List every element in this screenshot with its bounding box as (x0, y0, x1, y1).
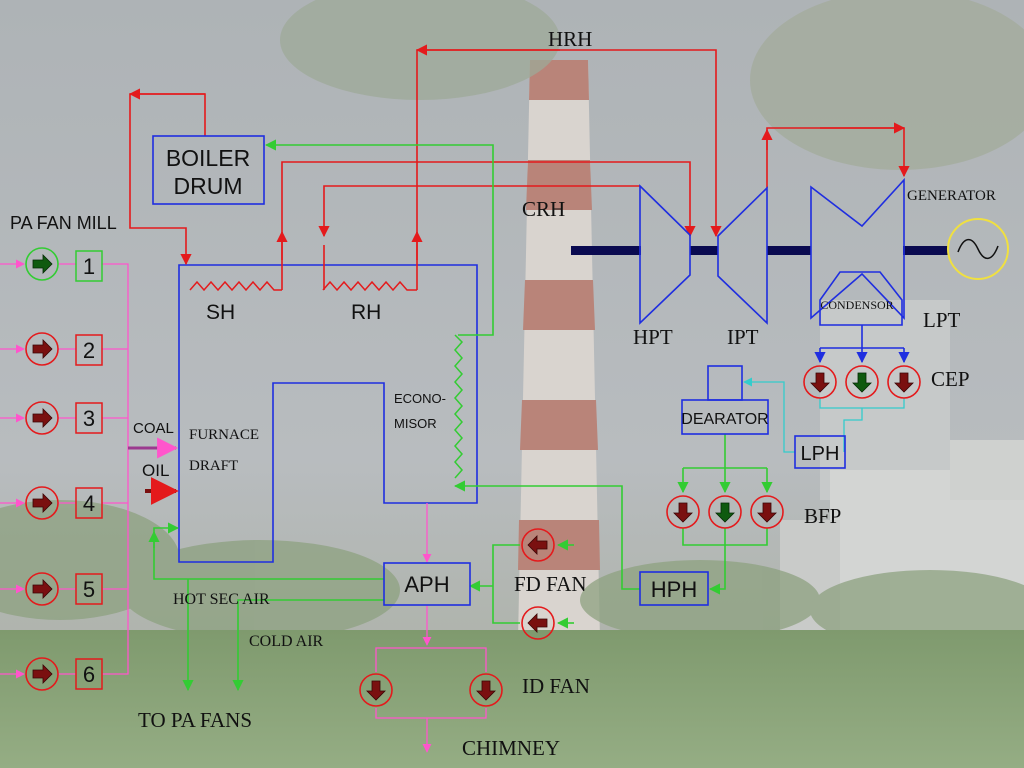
cep-pump-2 (845, 365, 879, 399)
hot-sec-air-label: HOT SEC AIR (173, 591, 270, 608)
coal-label: COAL (133, 420, 174, 437)
aph-label: APH (404, 572, 449, 597)
reheater-coil (322, 280, 417, 292)
lp-turbine (810, 177, 905, 320)
ipt-label: IPT (727, 325, 759, 349)
pa-fan-mill-label: PA FAN MILL (10, 213, 117, 233)
condensor (819, 271, 903, 326)
steam-lines (128, 44, 910, 290)
air-and-feedwater-lines (148, 139, 773, 692)
fd-fan-label: FD FAN (514, 572, 587, 596)
boiler-drum-box (152, 135, 265, 205)
pa-fan-5 (25, 572, 59, 606)
aph-box (383, 562, 471, 606)
mill-box-2 (75, 334, 103, 366)
pa-mills: 1 2 3 4 5 6 (75, 250, 103, 690)
dearator-tank (707, 365, 743, 401)
economiser-label-2: MISOR (394, 416, 437, 431)
mill-label-2: 2 (83, 338, 95, 363)
id-fan-1 (359, 673, 393, 707)
pa-fan-6 (25, 657, 59, 691)
furnace-label: FURNACE (189, 427, 259, 443)
bfp-pump-2 (708, 495, 742, 529)
pa-fan-2 (25, 332, 59, 366)
boiler-drum-label-2: DRUM (174, 173, 243, 199)
draft-label: DRAFT (189, 458, 238, 474)
mill-box-5 (75, 573, 103, 605)
mill-label-3: 3 (83, 406, 95, 431)
boiler-drum-label-1: BOILER (166, 145, 250, 171)
fd-fan-1 (521, 528, 555, 562)
condensor-outlet-lines (814, 325, 910, 364)
superheater-coil (189, 280, 282, 292)
mill-label-4: 4 (83, 491, 95, 516)
hph-label: HPH (651, 577, 697, 602)
mill-box-1 (75, 250, 103, 282)
lpt-label: LPT (923, 308, 961, 332)
economiser-coil (454, 334, 464, 479)
cep-pump-1 (803, 365, 837, 399)
cep-pump-3 (887, 365, 921, 399)
mill-label-6: 6 (83, 662, 95, 687)
turbine-shaft (571, 246, 949, 255)
mill-label-1: 1 (83, 254, 95, 279)
id-fan-2 (469, 673, 503, 707)
generator-label: GENERATOR (907, 188, 996, 204)
pa-fan-1 (25, 247, 59, 281)
flue-gas-and-pa-lines (0, 259, 487, 753)
hph-box (639, 571, 709, 606)
hp-turbine (639, 184, 691, 325)
pa-fan-3 (25, 401, 59, 435)
arrow-right-icon (32, 254, 53, 274)
chimney-stack-illustration (518, 60, 600, 640)
cold-air-label: COLD AIR (249, 633, 324, 650)
to-pa-fans-label: TO PA FANS (138, 708, 252, 732)
sh-label: SH (206, 301, 235, 324)
hpt-label: HPT (633, 325, 673, 349)
pa-fans (25, 247, 59, 691)
economiser-label-1: ECONO- (394, 391, 446, 406)
rh-label: RH (351, 301, 381, 324)
mill-box-6 (75, 658, 103, 690)
furnace-outline (178, 264, 478, 563)
chimney-label: CHIMNEY (462, 736, 560, 760)
id-fan-label: ID FAN (522, 674, 590, 698)
oil-label: OIL (142, 461, 169, 480)
lph-box (794, 435, 846, 469)
dearator-box (681, 399, 769, 435)
bfp-pump-3 (750, 495, 784, 529)
crh-label: CRH (522, 197, 565, 221)
mill-box-4 (75, 487, 103, 519)
bfp-pump-1 (666, 495, 700, 529)
dearator-label: DEARATOR (681, 411, 768, 428)
lph-label: LPH (801, 443, 840, 465)
condensor-label: CONDENSOR (820, 298, 893, 312)
fd-fan-2 (521, 606, 555, 640)
cep-label: CEP (931, 367, 970, 391)
mill-label-5: 5 (83, 577, 95, 602)
hrh-label: HRH (548, 27, 592, 51)
ip-turbine (717, 186, 768, 325)
sine-wave-icon (957, 238, 999, 260)
mill-box-3 (75, 402, 103, 434)
generator (947, 218, 1009, 280)
pa-fan-4 (25, 486, 59, 520)
bfp-label: BFP (804, 504, 841, 528)
